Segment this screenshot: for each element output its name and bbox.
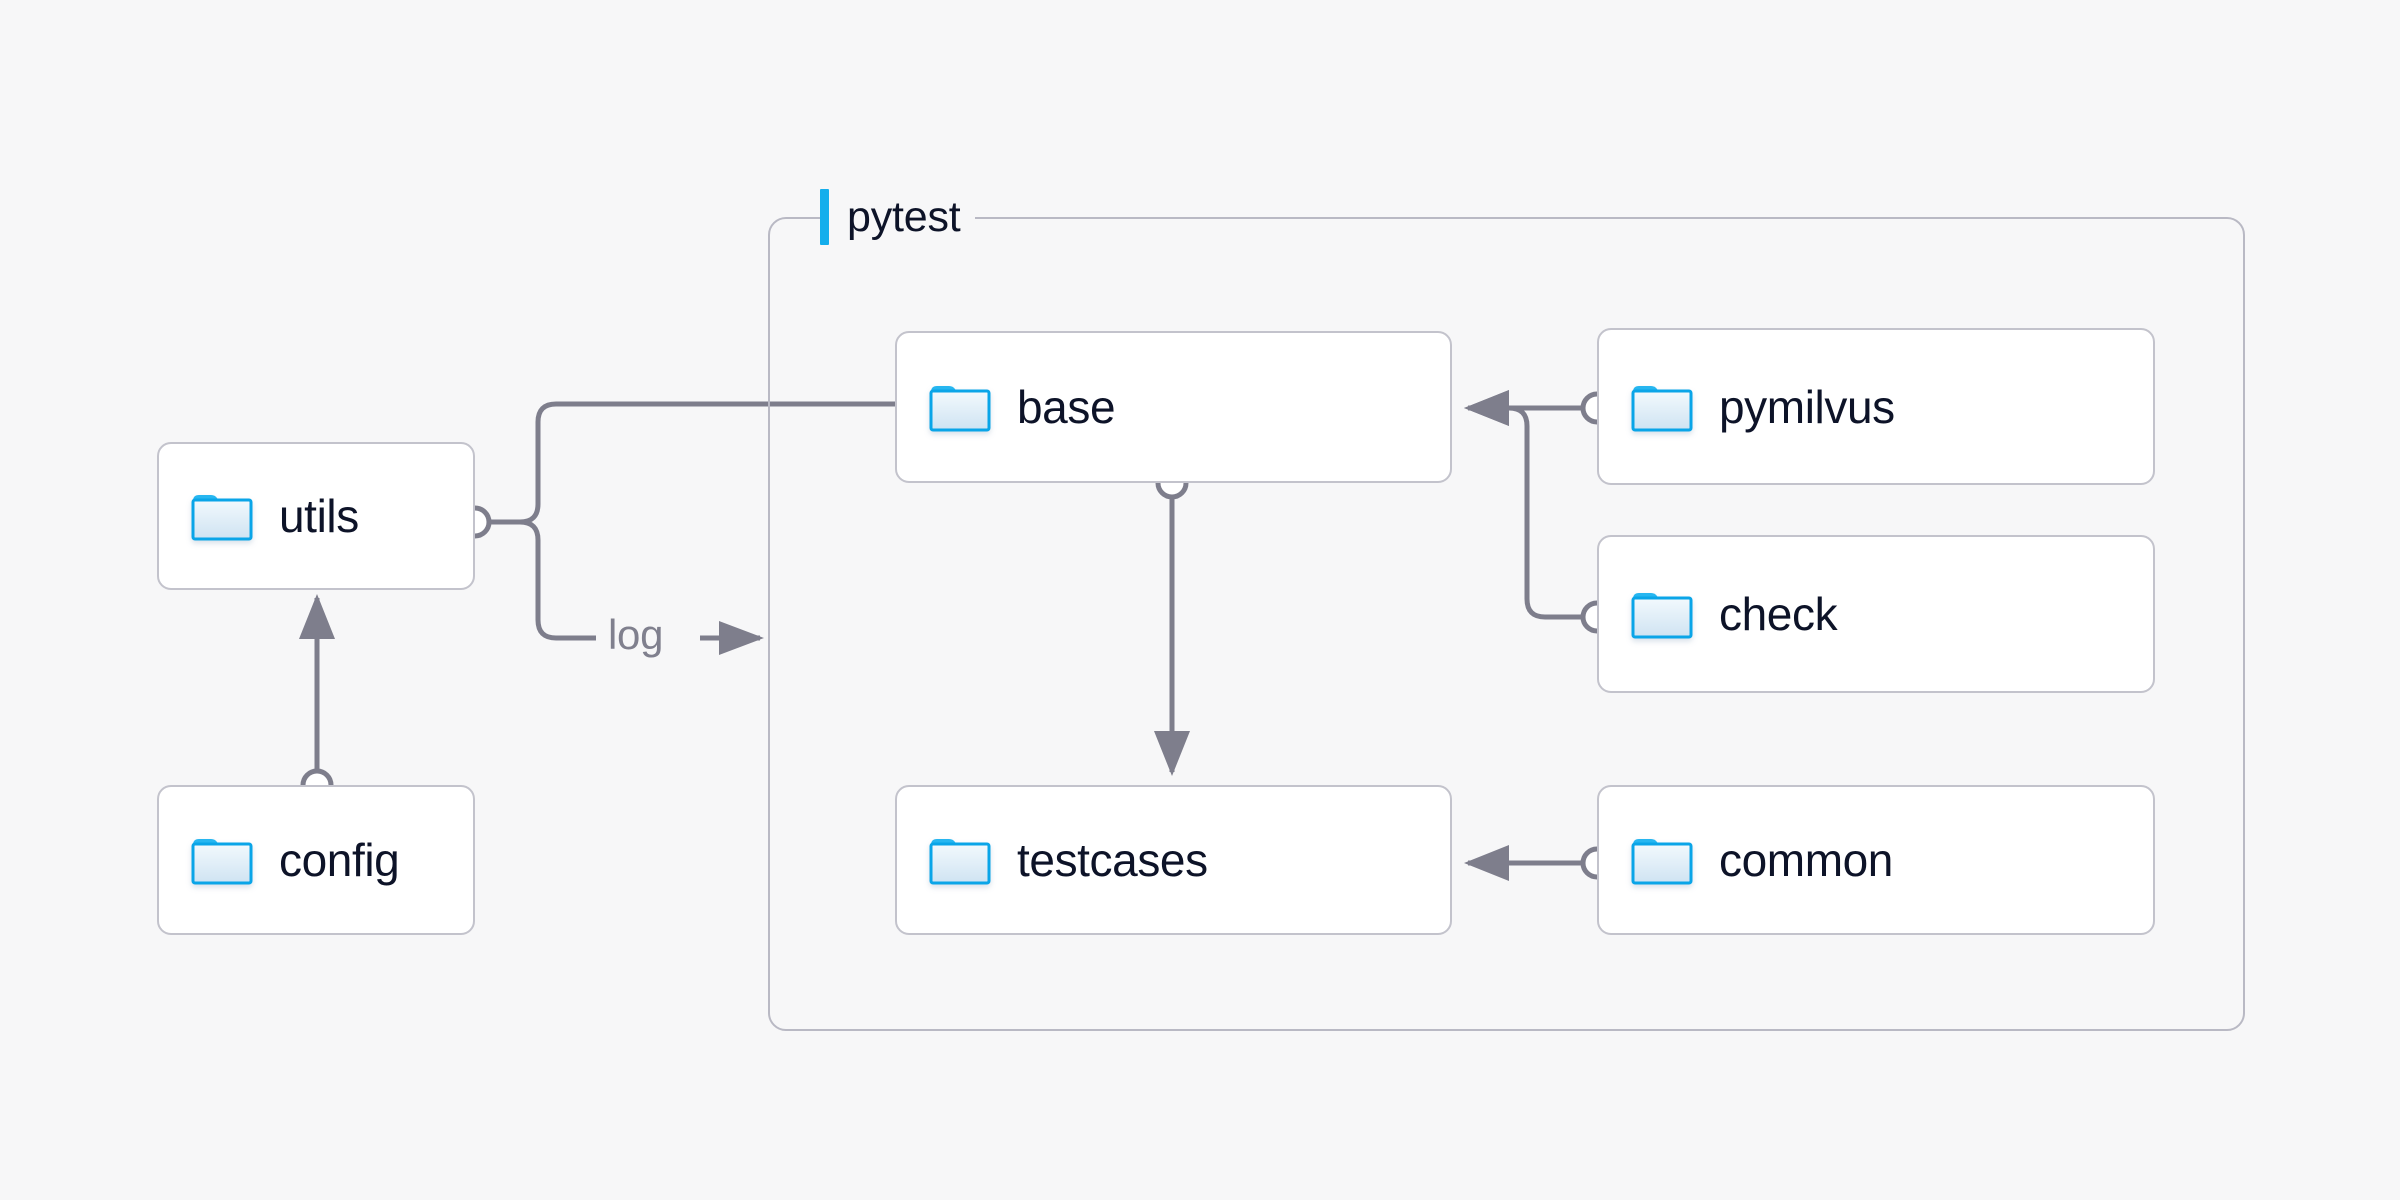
node-label: pymilvus <box>1719 380 1895 433</box>
node-check[interactable]: check <box>1597 535 2155 693</box>
folder-icon <box>1631 835 1693 885</box>
node-common[interactable]: common <box>1597 785 2155 935</box>
node-label: testcases <box>1017 834 1208 886</box>
folder-icon <box>191 491 253 541</box>
node-base[interactable]: base <box>895 331 1452 483</box>
node-config[interactable]: config <box>157 785 475 935</box>
folder-icon <box>929 835 991 885</box>
edge-label-log: log <box>598 614 674 656</box>
group-accent-bar <box>820 189 829 245</box>
node-label: config <box>279 834 400 886</box>
node-pymilvus[interactable]: pymilvus <box>1597 328 2155 485</box>
folder-icon <box>191 835 253 885</box>
group-pytest[interactable] <box>768 217 2245 1031</box>
folder-icon <box>1631 382 1693 432</box>
node-testcases[interactable]: testcases <box>895 785 1452 935</box>
node-label: check <box>1719 588 1838 640</box>
node-label: common <box>1719 834 1893 886</box>
group-title: pytest <box>847 192 961 241</box>
edge-utils-to-log <box>489 519 596 641</box>
group-pytest-label: pytest <box>820 188 975 246</box>
folder-icon <box>1631 589 1693 639</box>
node-label: utils <box>279 490 359 542</box>
node-utils[interactable]: utils <box>157 442 475 590</box>
folder-icon <box>929 382 991 432</box>
node-label: base <box>1017 381 1116 433</box>
